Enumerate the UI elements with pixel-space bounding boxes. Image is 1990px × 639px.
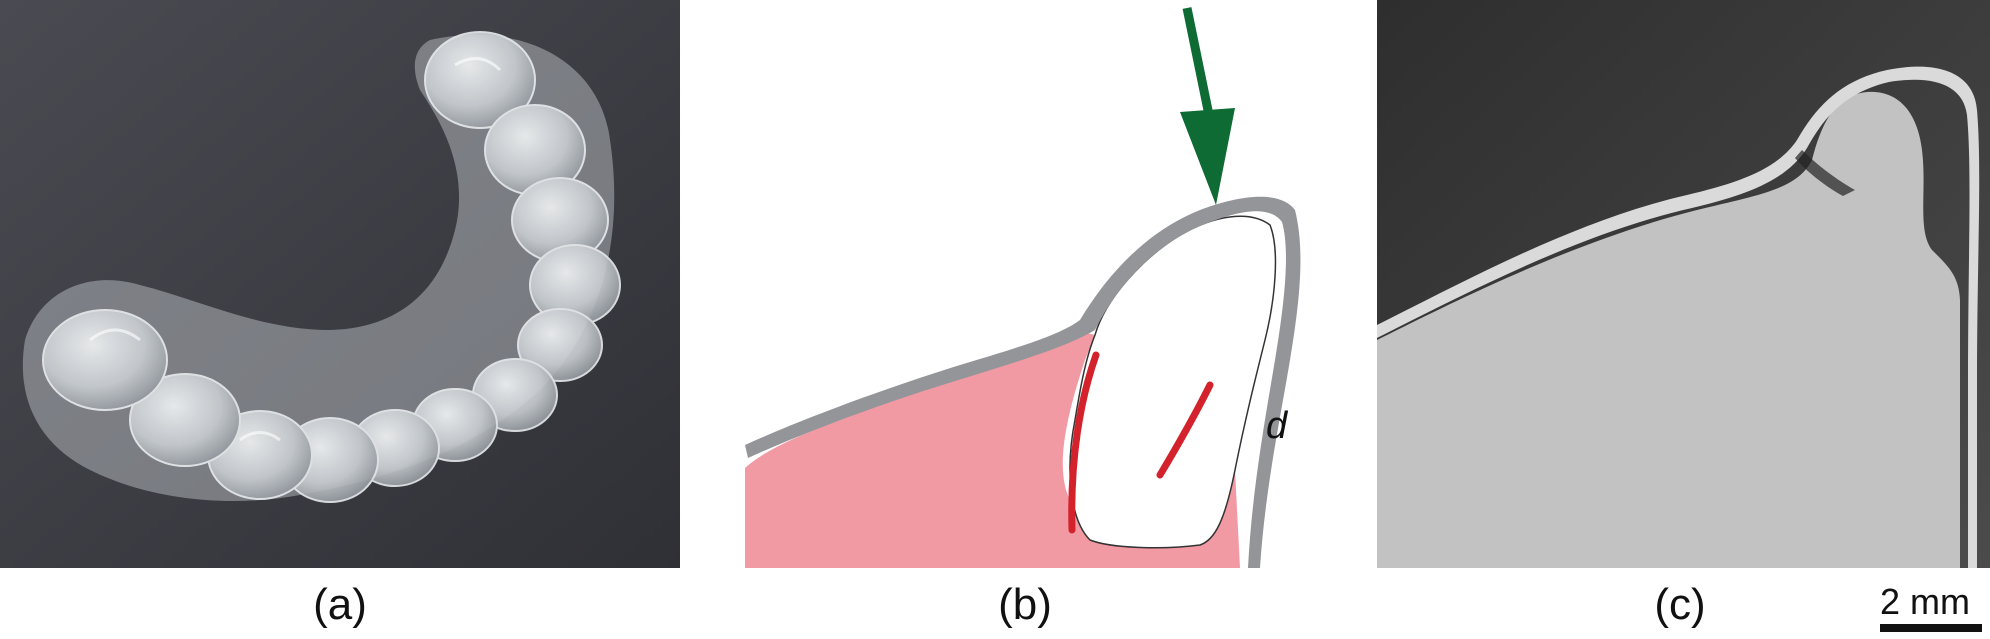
- ct-tooth-region: [1377, 91, 1960, 568]
- scale-bar: 2 mm: [1880, 582, 1990, 634]
- load-arrow-shaft: [1182, 7, 1215, 121]
- tooth-schematic: d: [745, 7, 1301, 568]
- thickness-label-d: d: [1266, 405, 1289, 447]
- scale-bar-label: 2 mm: [1880, 581, 1970, 622]
- panel-label-c: (c): [1654, 580, 1706, 629]
- panel-a-photo: [0, 0, 680, 568]
- load-arrow-head: [1180, 108, 1235, 205]
- ligament-left: [1068, 351, 1100, 534]
- aligner-teeth: [42, 31, 621, 503]
- tooth: [1069, 215, 1277, 549]
- ct-image: [1377, 0, 1990, 568]
- aligner-photo: [0, 0, 680, 568]
- scale-bar-line: [1880, 624, 1982, 632]
- panel-c-ct-scan: [1377, 0, 1990, 568]
- panel-label-a: (a): [313, 580, 367, 629]
- panel-b-schematic: d: [740, 0, 1320, 568]
- panel-label-b: (b): [998, 580, 1052, 629]
- ligament-right: [1156, 381, 1214, 479]
